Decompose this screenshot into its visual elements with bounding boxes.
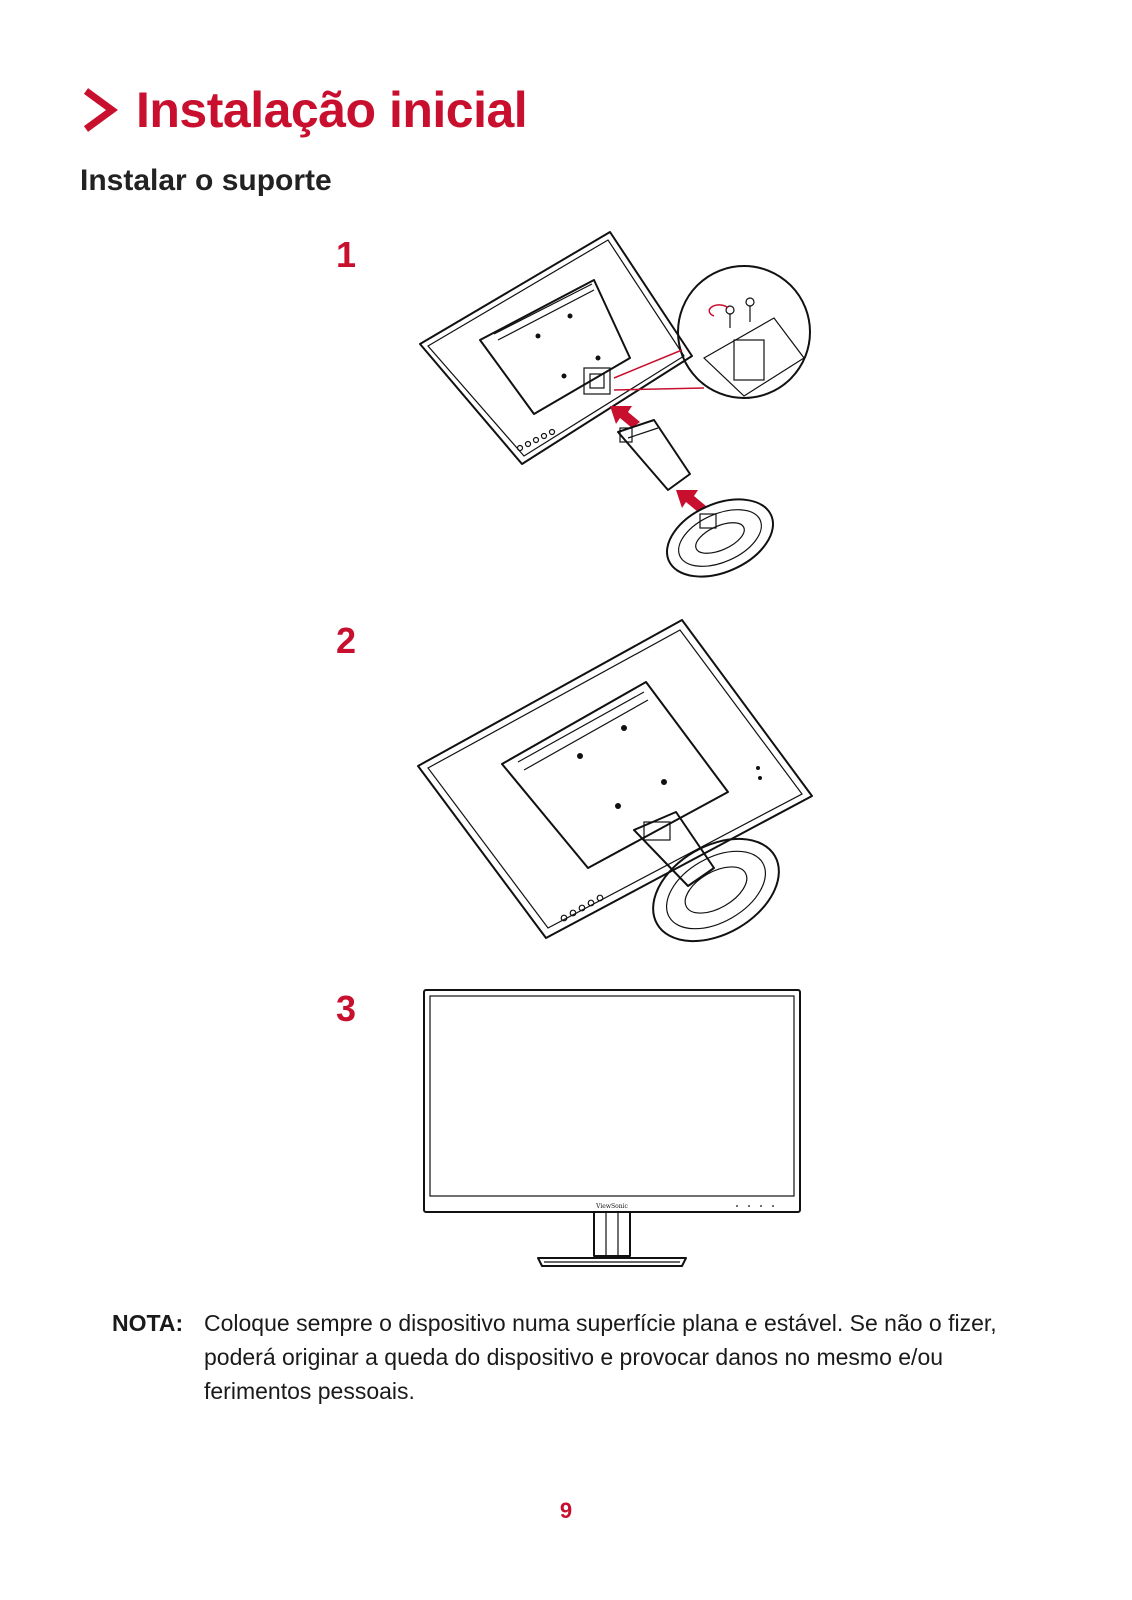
- step-2-illustration: [417, 619, 813, 943]
- page-number: 9: [559, 1498, 573, 1523]
- note-text: Coloque sempre o dispositivo numa superf…: [204, 1310, 997, 1404]
- safety-note: NOTA: Coloque sempre o dispositivo numa …: [112, 1306, 1042, 1408]
- step-number-2: 2: [336, 620, 357, 661]
- chevron-right-icon: [83, 88, 118, 132]
- page-title: Instalação inicial: [136, 82, 528, 138]
- section-subtitle: Instalar o suporte: [80, 164, 332, 197]
- monitor-buttons: [560, 894, 604, 922]
- step-number-1: 1: [336, 234, 357, 275]
- brand-logo: ViewSonic: [595, 1203, 628, 1210]
- monitor-buttons: [516, 428, 556, 452]
- insert-arrow-icon: [610, 406, 706, 512]
- step-number-3: 3: [336, 988, 357, 1029]
- step-1-illustration: [419, 231, 811, 578]
- step-3-illustration: ViewSonic: [423, 989, 801, 1267]
- note-label: NOTA:: [112, 1310, 184, 1336]
- page-header: Instalação inicial: [80, 80, 528, 140]
